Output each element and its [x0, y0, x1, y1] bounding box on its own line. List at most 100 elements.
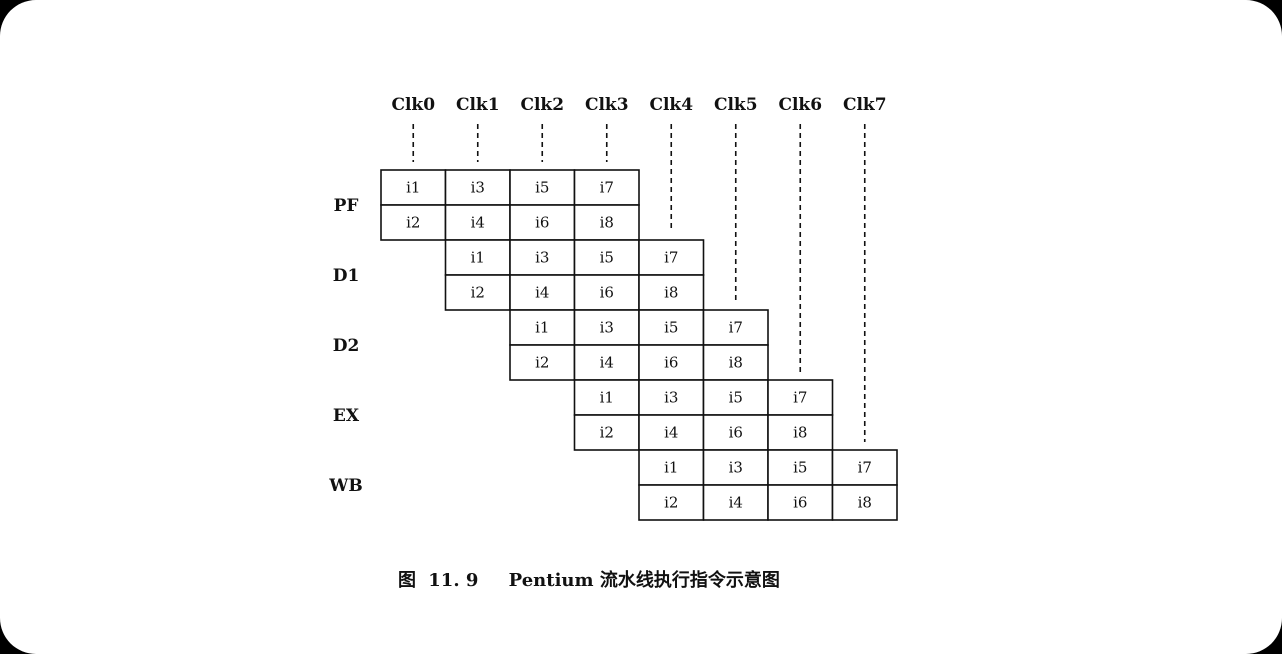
pipeline-cell: i8	[573, 204, 640, 241]
pipeline-cell: i6	[638, 344, 705, 381]
instruction-label: i5	[600, 249, 614, 267]
instruction-label: i1	[600, 389, 614, 407]
cell-box	[831, 449, 898, 486]
pipeline-cell: i1	[444, 239, 511, 276]
pipeline-cell: i4	[573, 344, 640, 381]
pipeline-cell: i2	[509, 344, 576, 381]
clock-label-clk7: Clk7	[843, 95, 887, 115]
pipeline-cell: i5	[638, 309, 705, 346]
instruction-label: i5	[729, 389, 743, 407]
clock-label-clk5: Clk5	[714, 95, 758, 115]
cell-box	[638, 344, 705, 381]
instruction-label: i7	[600, 179, 614, 197]
clock-label-clk4: Clk4	[649, 95, 693, 115]
instruction-label: i7	[664, 249, 678, 267]
instruction-label: i7	[858, 459, 872, 477]
pipeline-cell: i2	[444, 274, 511, 311]
instruction-label: i6	[664, 354, 678, 372]
cell-box	[509, 274, 576, 311]
instruction-label: i4	[729, 494, 743, 512]
pipeline-cell: i3	[638, 379, 705, 416]
cell-box	[638, 379, 705, 416]
cell-box	[573, 309, 640, 346]
instruction-label: i3	[600, 319, 614, 337]
cell-box	[638, 274, 705, 311]
figure-caption-label: 图	[398, 570, 416, 591]
pipeline-cell: i6	[509, 204, 576, 241]
instruction-label: i5	[535, 179, 549, 197]
instruction-label: i6	[600, 284, 614, 302]
instruction-label: i7	[729, 319, 743, 337]
pipeline-cell: i3	[444, 169, 511, 206]
pipeline-cell: i2	[380, 204, 447, 241]
instruction-label: i4	[600, 354, 614, 372]
pipeline-cells: i1i2i3i4i5i6i7i8i1i2i3i4i5i6i7i8i1i2i3i4…	[380, 169, 898, 521]
clock-label-clk3: Clk3	[585, 95, 629, 115]
pipeline-cell: i6	[573, 274, 640, 311]
clock-label-clk0: Clk0	[391, 95, 435, 115]
pipeline-cell: i8	[702, 344, 769, 381]
pipeline-cell: i3	[573, 309, 640, 346]
instruction-label: i8	[664, 284, 678, 302]
cell-box	[702, 309, 769, 346]
cell-box	[638, 239, 705, 276]
cell-box	[767, 449, 834, 486]
pipeline-cell: i5	[767, 449, 834, 486]
instruction-label: i1	[471, 249, 485, 267]
clock-label-clk1: Clk1	[456, 95, 500, 115]
cell-box	[831, 484, 898, 521]
pipeline-cell: i6	[702, 414, 769, 451]
cell-box	[573, 414, 640, 451]
stage-label-ex: EX	[333, 406, 360, 426]
instruction-label: i1	[664, 459, 678, 477]
stage-label-d2: D2	[333, 336, 360, 356]
clock-label-clk2: Clk2	[520, 95, 564, 115]
pipeline-cell: i2	[638, 484, 705, 521]
pipeline-cell: i5	[573, 239, 640, 276]
instruction-label: i3	[471, 179, 485, 197]
instruction-label: i5	[793, 459, 807, 477]
pipeline-cell: i8	[638, 274, 705, 311]
pipeline-cell: i4	[638, 414, 705, 451]
pipeline-cell: i4	[444, 204, 511, 241]
instruction-label: i3	[664, 389, 678, 407]
pipeline-cell: i4	[509, 274, 576, 311]
stage-label-pf: PF	[334, 196, 359, 216]
instruction-label: i5	[664, 319, 678, 337]
pipeline-cell: i1	[573, 379, 640, 416]
cell-box	[444, 274, 511, 311]
pipeline-cell: i6	[767, 484, 834, 521]
figure-caption: 图 11. 9 Pentium 流水线执行指令示意图	[398, 566, 780, 592]
cell-box	[638, 449, 705, 486]
cell-box	[767, 379, 834, 416]
cell-box	[638, 484, 705, 521]
cell-box	[380, 169, 447, 206]
cell-box	[573, 274, 640, 311]
instruction-label: i3	[729, 459, 743, 477]
instruction-label: i3	[535, 249, 549, 267]
instruction-label: i4	[535, 284, 549, 302]
pipeline-cell: i7	[573, 169, 640, 206]
instruction-label: i2	[471, 284, 485, 302]
pipeline-cell: i4	[702, 484, 769, 521]
stage-label-d1: D1	[333, 266, 360, 286]
pipeline-cell: i8	[767, 414, 834, 451]
figure-caption-text: Pentium 流水线执行指令示意图	[508, 570, 780, 591]
pipeline-cell: i2	[573, 414, 640, 451]
instruction-label: i8	[858, 494, 872, 512]
cell-box	[509, 344, 576, 381]
pipeline-cell: i7	[767, 379, 834, 416]
instruction-label: i6	[729, 424, 743, 442]
instruction-label: i2	[664, 494, 678, 512]
pipeline-cell: i1	[380, 169, 447, 206]
instruction-label: i8	[600, 214, 614, 232]
pipeline-cell: i7	[831, 449, 898, 486]
pipeline-cell: i1	[509, 309, 576, 346]
cell-box	[702, 449, 769, 486]
clock-dash-lines	[412, 124, 866, 442]
stage-label-wb: WB	[328, 476, 362, 496]
